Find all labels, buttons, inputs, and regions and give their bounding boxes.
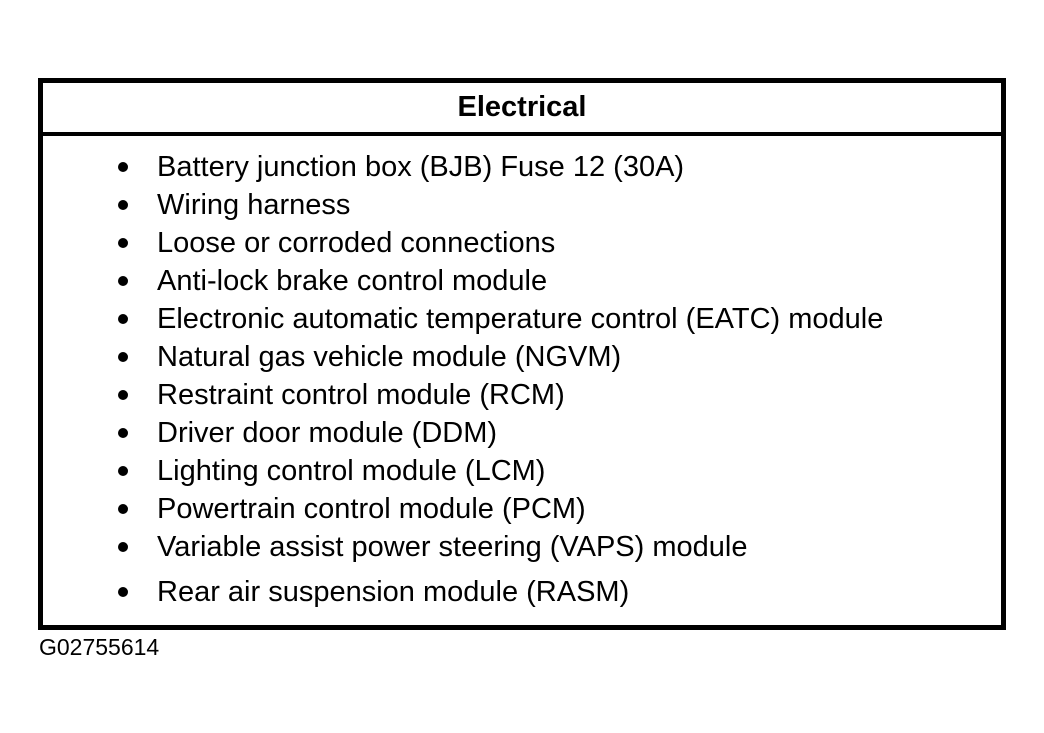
table-header-title: Electrical: [457, 91, 587, 123]
list-item-label: Anti-lock brake control module: [157, 265, 548, 297]
list-item: Lighting control module (LCM): [47, 452, 997, 490]
bullet-dot-icon: [118, 352, 128, 362]
bullet-dot-icon: [118, 504, 128, 514]
bullet-dot-icon: [118, 428, 128, 438]
list-item-label: Loose or corroded connections: [157, 227, 556, 259]
list-item-label: Driver door module (DDM): [157, 417, 498, 449]
list-item-label: Wiring harness: [157, 189, 351, 221]
electrical-component-list: Battery junction box (BJB) Fuse 12 (30A)…: [47, 148, 997, 611]
bullet-dot-icon: [118, 542, 128, 552]
bullet-dot-icon: [118, 238, 128, 248]
list-item-label: Battery junction box (BJB) Fuse 12 (30A): [157, 151, 685, 183]
list-item: Variable assist power steering (VAPS) mo…: [47, 528, 997, 566]
list-item: Driver door module (DDM): [47, 414, 997, 452]
list-item-label: Natural gas vehicle module (NGVM): [157, 341, 622, 373]
list-item: Electronic automatic temperature control…: [47, 300, 997, 338]
list-item: Loose or corroded connections: [47, 224, 997, 262]
table-body: Battery junction box (BJB) Fuse 12 (30A)…: [43, 136, 1001, 625]
electrical-components-table: Electrical Battery junction box (BJB) Fu…: [38, 78, 1006, 630]
list-item: Anti-lock brake control module: [47, 262, 997, 300]
list-item: Powertrain control module (PCM): [47, 490, 997, 528]
list-item: Battery junction box (BJB) Fuse 12 (30A): [47, 148, 997, 186]
list-item: Rear air suspension module (RASM): [47, 566, 997, 611]
list-item-label: Electronic automatic temperature control…: [157, 303, 884, 335]
bullet-dot-icon: [118, 586, 128, 597]
bullet-dot-icon: [118, 314, 128, 324]
table-header-row: Electrical: [43, 83, 1001, 136]
bullet-dot-icon: [118, 200, 128, 210]
list-item: Natural gas vehicle module (NGVM): [47, 338, 997, 376]
list-item-label: Variable assist power steering (VAPS) mo…: [157, 531, 748, 563]
list-item: Restraint control module (RCM): [47, 376, 997, 414]
list-item-label: Rear air suspension module (RASM): [157, 576, 630, 608]
bullet-dot-icon: [118, 466, 128, 476]
list-item-label: Powertrain control module (PCM): [157, 493, 586, 525]
list-item: Wiring harness: [47, 186, 997, 224]
bullet-dot-icon: [118, 276, 128, 286]
figure-caption: G02755614: [39, 634, 160, 660]
list-item-label: Lighting control module (LCM): [157, 455, 546, 487]
bullet-dot-icon: [118, 390, 128, 400]
list-item-label: Restraint control module (RCM): [157, 379, 565, 411]
bullet-dot-icon: [118, 162, 128, 172]
